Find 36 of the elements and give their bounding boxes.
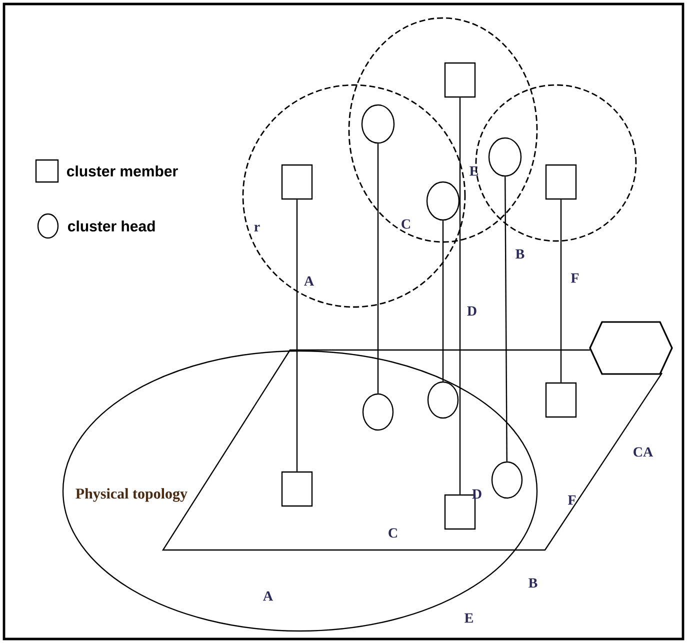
legend-text: cluster member [67,166,178,177]
cluster-range-circle [242,84,466,308]
connector-line [377,144,379,394]
head-circle [361,104,395,144]
member-square [545,382,577,418]
connector-line [442,220,444,382]
connector-line [560,200,562,382]
letter-label: A [263,591,273,601]
letter-label: D [467,306,476,316]
member-square [281,164,313,200]
connector-line [459,98,461,494]
letter-label: B [516,249,524,259]
head-circle [426,181,460,221]
member-square [281,471,313,507]
letter-label: E [464,613,473,623]
hexagon-node [589,321,673,375]
letter-label: F [570,273,579,283]
head-circle [488,137,522,177]
head-circle [427,381,459,419]
letter-label: F [568,495,576,505]
connector-line [296,200,298,472]
connector-line [504,176,508,462]
cluster-range-circle [348,17,538,243]
member-square [444,62,476,98]
head-circle [491,461,523,499]
letter-label: E [470,166,478,176]
letter-label: B [528,578,538,588]
letter-label: CA [634,447,653,457]
letter-label: D [472,489,482,499]
letter-label: C [388,528,397,538]
member-square [545,164,577,200]
head-circle [362,393,394,431]
letter-label: A [304,276,314,286]
letter-label: C [402,219,410,229]
legend-text: cluster head [68,220,155,232]
letter-label: r [254,224,260,232]
